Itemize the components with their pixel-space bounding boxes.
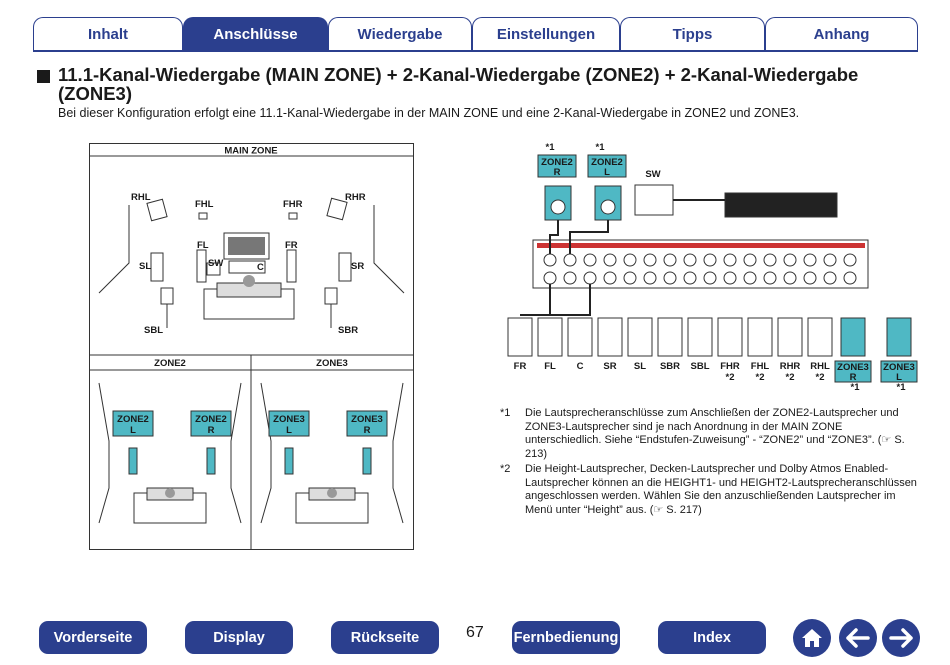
conn-label-fhl: FHL [751,361,770,372]
fhl-note: *2 [756,372,765,383]
zone3-l-channel: L [896,372,902,383]
zone2-l-title: ZONE2 [591,157,623,168]
speaker-terminals [543,253,857,285]
tab-anschluesse[interactable]: Anschlüsse [183,17,328,50]
zone2-r-note: *1 [546,142,556,153]
speaker-label-fhr: FHR [283,199,303,210]
zone2-label: ZONE2 [154,358,186,369]
conn-label-sl: SL [634,361,646,372]
speaker-label-sbr: SBR [338,325,358,336]
zone2-right-channel: R [208,425,215,436]
zone3-r-note: *1 [851,382,861,390]
tab-inhalt[interactable]: Inhalt [33,17,183,50]
zone2-r-channel: R [554,167,561,178]
footnote-2-text: Die Height-Lautsprecher, Decken-Lautspre… [525,463,917,516]
speaker-label-sl: SL [139,261,151,272]
forward-button[interactable] [882,619,920,657]
intro-text: Bei dieser Konfiguration erfolgt eine 11… [58,106,800,120]
conn-label-fhr: FHR [720,361,740,372]
zone3-r-title: ZONE3 [837,362,869,373]
main-zone-label: MAIN ZONE [224,146,277,157]
speaker-label-sr: SR [351,261,364,272]
home-icon [802,629,822,647]
zone2-left-title: ZONE2 [117,414,149,425]
tab-einstellungen[interactable]: Einstellungen [472,17,620,50]
zone3-l-note: *1 [897,382,907,390]
conn-label-rhr: RHR [780,361,801,372]
rear-panel-button[interactable]: Rückseite [331,621,439,654]
heading-bullet-icon [37,70,50,83]
zone2-l-note: *1 [596,142,606,153]
zone3-r-channel: R [850,372,857,383]
speaker-label-fr: FR [285,240,298,251]
tab-tipps[interactable]: Tipps [620,17,765,50]
room-layout-diagram: MAIN ZONE RHL FHL FHR RHR FL FR SW C SL … [89,143,414,550]
tab-wiedergabe[interactable]: Wiedergabe [328,17,472,50]
zone2-right-title: ZONE2 [195,414,227,425]
rhr-note: *2 [786,372,795,383]
subwoofer-label: SW [645,169,660,180]
footnote-2-mark: *2 [500,463,511,475]
speaker-label-sw: SW [208,258,223,269]
connection-diagram: *1 *1 ZONE2 R ZONE2 L SW [507,142,918,390]
speaker-label-c: C [257,262,264,273]
conn-label-sr: SR [603,361,616,372]
conn-label-fr: FR [514,361,527,372]
zone2-left-channel: L [130,425,136,436]
conn-label-c: C [577,361,584,372]
zone3-label: ZONE3 [316,358,348,369]
conn-label-sbl: SBL [691,361,710,372]
conn-label-fl: FL [544,361,556,372]
footnote-1-mark: *1 [500,407,511,419]
zone2-r-title: ZONE2 [541,157,573,168]
arrow-left-icon [846,628,870,648]
tab-anhang[interactable]: Anhang [765,17,918,50]
page-title: 11.1-Kanal-Wiedergabe (MAIN ZONE) + 2-Ka… [58,64,859,104]
speaker-label-rhr: RHR [345,192,366,203]
bottom-speakers [507,317,833,357]
home-button[interactable] [793,619,831,657]
speaker-label-rhl: RHL [131,192,151,203]
display-button[interactable]: Display [185,621,293,654]
remote-control-button[interactable]: Fernbedienung [512,621,620,654]
back-button[interactable] [839,619,877,657]
arrow-right-icon [889,628,913,648]
footnote-1-text: Die Lautsprecheranschlüsse zum Anschließ… [525,407,905,460]
fhr-note: *2 [726,372,735,383]
index-button[interactable]: Index [658,621,766,654]
zone3-right-channel: R [364,425,371,436]
conn-label-sbr: SBR [660,361,680,372]
speaker-label-sbl: SBL [144,325,163,336]
rhl-note: *2 [816,372,825,383]
speaker-label-fl: FL [197,240,209,251]
zone3-left-channel: L [286,425,292,436]
zone2-l-channel: L [604,167,610,178]
zone3-right-title: ZONE3 [351,414,383,425]
speaker-label-fhl: FHL [195,199,214,210]
page-number: 67 [466,624,484,641]
conn-label-rhl: RHL [810,361,830,372]
zone3-left-title: ZONE3 [273,414,305,425]
zone3-l-title: ZONE3 [883,362,915,373]
tab-bar-underline [33,49,918,52]
front-panel-button[interactable]: Vorderseite [39,621,147,654]
